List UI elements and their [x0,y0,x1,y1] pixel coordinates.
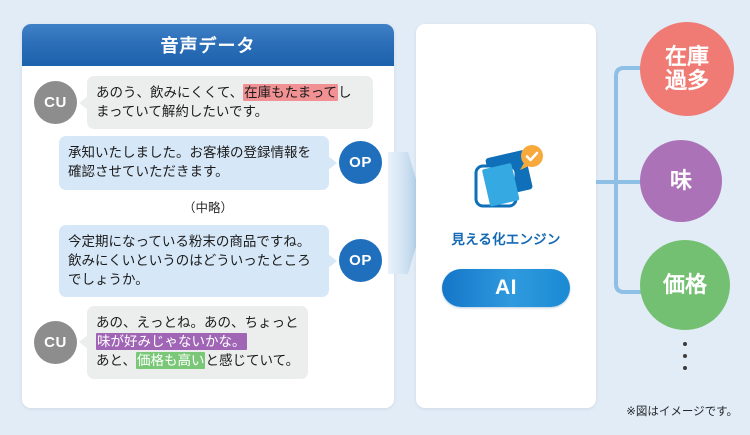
topic-tag-line: 味 [669,168,692,194]
conversation-list: CU あのう、飲みにくくて、在庫もたまってしまっていて解約したいです。 承知いた… [22,66,394,379]
ellipsis-dot [683,354,687,358]
analysis-engine-panel: 見える化エンジン AI [416,24,596,408]
panel-title-text: 音声データ [160,36,256,56]
topic-tag-line: 価格 [662,272,707,298]
avatar-label: OP [349,252,372,270]
avatar-op: OP [339,239,382,283]
topic-tag-taste: 味 [640,140,722,222]
chat-text-segment: 承知いたしました。お客様の登録情報を確認させていただきます。 [68,145,311,180]
engine-label: 見える化エンジン [451,232,561,247]
chat-text-segment: あのう、飲みにくくて、 [96,85,244,100]
image-disclaimer-note: ※図はイメージです。 [626,406,738,418]
chat-message-3: CU あの、えっとね。あの、ちょっと味が好みじゃないかな。あと、価格も高いと感じ… [34,306,382,379]
ellipsis-dot [683,366,687,370]
chat-text-segment: あと、 [96,353,136,369]
vertical-ellipsis-icon [676,342,694,370]
avatar-op: OP [339,141,382,185]
voice-data-panel: 音声データ CU あのう、飲みにくくて、在庫もたまってしまっていて解約したいです… [22,24,394,408]
avatar-cu: CU [34,81,77,125]
avatar-label: CU [44,94,67,112]
chat-text-segment: と感じていて。 [205,353,300,369]
ai-badge-label: AI [495,276,517,299]
omission-label: （中略） [182,200,233,215]
highlight-keyword-price: 価格も高い [135,352,206,370]
ai-badge: AI [442,269,570,307]
highlight-keyword-inventory: 在庫もたまって [243,84,339,101]
ellipsis-dot [683,342,687,346]
chat-bubble-3: あの、えっとね。あの、ちょっと味が好みじゃないかな。あと、価格も高いと感じていて… [87,306,309,379]
topic-tag-line: 在庫 [664,44,709,70]
chat-text-segment: しまっていて解約したいです。 [96,85,352,120]
avatar-label: CU [44,333,67,351]
panel-title: 音声データ [22,24,394,66]
chat-bubble-1: 承知いたしました。お客様の登録情報を確認させていただきます。 [59,136,329,190]
topic-tag-line: 過多 [664,68,709,93]
chat-message-2: 今定期になっている粉末の商品ですね。飲みにくいというのはどういったところでしょう… [34,224,382,298]
chat-bubble-2: 今定期になっている粉末の商品ですね。飲みにくいというのはどういったところでしょう… [59,224,329,298]
visualization-engine-icon [474,145,543,208]
chat-message-1: 承知いたしました。お客様の登録情報を確認させていただきます。 OP [34,136,382,190]
chat-text-segment: 今定期になっている粉末の商品ですね。飲みにくいというのはどういったところでしょう… [68,233,311,287]
topic-tag-inventory-excess: 在庫 過多 [640,22,734,116]
chat-message-0: CU あのう、飲みにくくて、在庫もたまってしまっていて解約したいです。 [34,76,382,130]
topic-tag-price: 価格 [640,240,730,330]
avatar-label: OP [349,154,372,172]
avatar-cu: CU [34,320,77,364]
chat-text-segment: あの、えっとね。あの、ちょっと [96,315,299,331]
chat-bubble-0: あのう、飲みにくくて、在庫もたまってしまっていて解約したいです。 [87,76,373,130]
highlight-keyword-taste: 味が好みじゃないかな。 [96,333,247,351]
